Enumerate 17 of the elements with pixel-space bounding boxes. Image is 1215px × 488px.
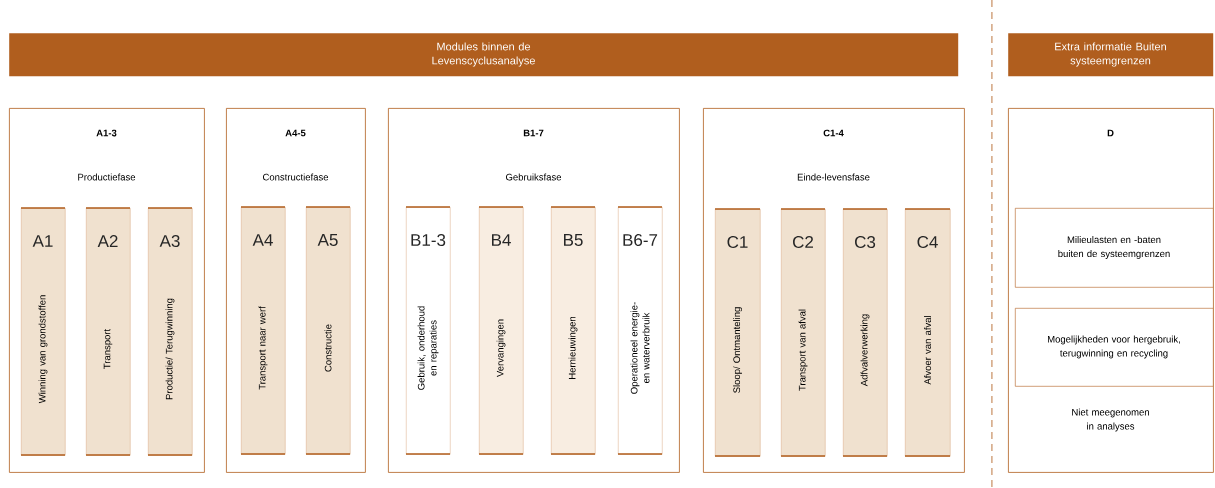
module-column: B5 Hernieuwingen (550, 206, 596, 455)
module-column: A1 Winning van grondstoffen (20, 207, 66, 456)
banner: Extra informatie Buiten systeemgrenzen (1008, 33, 1214, 77)
module-column: A3 Productie/ Terugwinning (147, 207, 193, 456)
info-box: Milieulasten en -baten buiten de systeemgrenzen (1015, 208, 1214, 288)
module-column: A4 Transport naar werf (240, 206, 286, 455)
module-column: B1-3 Gebruik, onderhoud en reparaties (405, 206, 451, 455)
module-column: C2 Transport van afval (780, 208, 826, 457)
module-column: B4 Vervangingen (478, 206, 524, 455)
module-column: C1 Sloop/ Ontmanteling (714, 208, 761, 457)
module-column: C4 Afvoer van afval (904, 208, 951, 457)
module-column: A5 Constructie (305, 206, 351, 455)
module-column: C3 Adfvalverwerking (842, 208, 888, 457)
module-column: B6-7 Operationeel energie- en waterverbruik (617, 206, 663, 455)
banner: Modules binnen de Levenscyclusanalyse (9, 33, 959, 77)
module-column: A2 Transport (85, 207, 131, 456)
info-box: Mogelijkheden voor hergebruik, terugwinning en recycling (1015, 308, 1214, 387)
